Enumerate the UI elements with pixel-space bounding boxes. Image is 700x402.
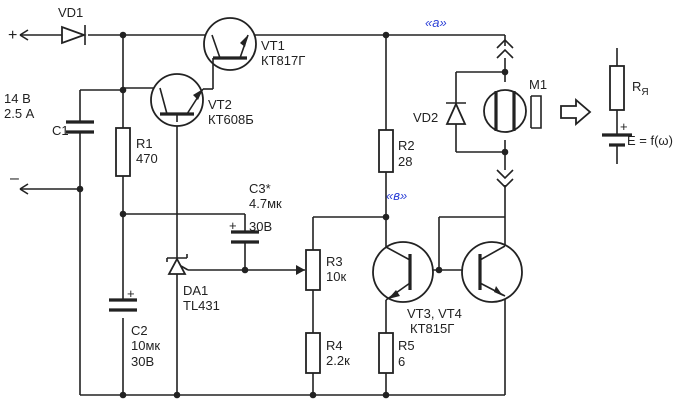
label-vt34-type: КТ815Г: [410, 321, 454, 336]
capacitor-c3: [231, 230, 259, 244]
label-e-plus: +: [620, 119, 628, 134]
regulator-da1: [166, 254, 189, 275]
label-vt2: VT2: [208, 97, 232, 112]
label-emf: E = f(ω): [627, 133, 673, 148]
label-r2-value: 28: [398, 154, 412, 169]
equivalent-circuit: [602, 48, 632, 164]
label-c3-value1: 4.7мк: [249, 196, 282, 211]
input-arrow-positive: [19, 29, 29, 41]
label-vt34: VT3, VT4: [407, 306, 462, 321]
junction-dots: [76, 31, 509, 399]
label-c3-plus: +: [229, 218, 237, 233]
label-node-b: «в»: [386, 188, 407, 203]
transistor-vt3: [372, 241, 434, 303]
label-r4-value: 2.2к: [326, 353, 350, 368]
label-vt1: VT1: [261, 38, 285, 53]
label-vd2: VD2: [413, 110, 438, 125]
diode-vd2: [445, 101, 467, 125]
potentiometer-r3: [296, 249, 321, 291]
label-r2: R2: [398, 138, 415, 153]
resistor-r5: [378, 332, 394, 374]
label-c2-value1: 10мк: [131, 338, 160, 353]
label-supply-voltage: 14 В: [4, 91, 31, 106]
label-c2-value2: 30В: [131, 354, 154, 369]
resistor-r2: [378, 129, 394, 173]
resistor-r1: [115, 127, 131, 177]
label-vt2-type: КТ608Б: [208, 112, 254, 127]
connector-bottom: [496, 169, 514, 189]
label-da1-type: TL431: [183, 298, 220, 313]
label-node-a: «а»: [425, 15, 447, 30]
connector-top: [496, 38, 514, 59]
label-m1: M1: [529, 77, 547, 92]
label-ra: RЯ: [632, 79, 649, 98]
label-vd1: VD1: [58, 5, 83, 20]
label-c2-plus: +: [127, 286, 135, 301]
label-plus: +: [8, 27, 17, 44]
transistor-vt1: [203, 17, 257, 72]
capacitor-c2: [109, 298, 137, 312]
label-c3-value2: 30В: [249, 219, 272, 234]
label-minus: –: [10, 170, 19, 187]
label-r5: R5: [398, 338, 415, 353]
label-r3: R3: [326, 254, 343, 269]
label-r1: R1: [136, 136, 153, 151]
equivalence-arrow: [560, 98, 592, 126]
wires: [20, 34, 506, 396]
label-c1: C1: [52, 123, 69, 138]
label-r3-value: 10к: [326, 269, 346, 284]
resistor-r4: [305, 332, 321, 374]
label-r5-value: 6: [398, 354, 405, 369]
diode-vd1: [61, 25, 87, 45]
label-supply-current: 2.5 А: [4, 106, 35, 121]
transistor-vt2: [150, 73, 204, 127]
label-da1: DA1: [183, 283, 208, 298]
transistor-vt4: [461, 241, 523, 303]
label-c3: C3*: [249, 181, 271, 196]
label-r1-value: 470: [136, 151, 158, 166]
label-c2: C2: [131, 323, 148, 338]
capacitor-c1: [66, 120, 94, 134]
input-arrow-negative: [19, 183, 29, 195]
motor-m1: [483, 89, 542, 133]
label-r4: R4: [326, 338, 343, 353]
label-vt1-type: КТ817Г: [261, 53, 305, 68]
